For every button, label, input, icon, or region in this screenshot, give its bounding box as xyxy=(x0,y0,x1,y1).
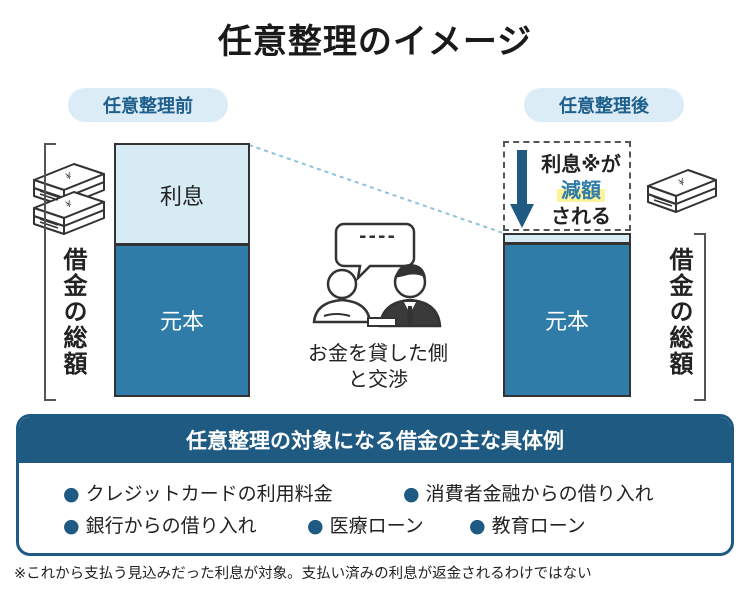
total-bracket-after xyxy=(694,233,706,401)
footnote: ※これから支払う見込みだった利息が対象。支払い済みの利息が返金されるわけではない xyxy=(14,566,592,582)
total-label-before: 借金の総額 xyxy=(59,247,87,377)
interest-segment-before: 利息 xyxy=(114,143,250,244)
reduction-text-line1: 利息※が xyxy=(541,152,621,176)
svg-text:¥: ¥ xyxy=(65,171,74,182)
total-label-after: 借金の総額 xyxy=(665,247,693,377)
negotiation-caption-line2: と交渉 xyxy=(348,367,408,391)
list-item: ●教育ローン xyxy=(469,511,586,538)
principal-segment-after: 元本 xyxy=(503,245,631,397)
bullet-icon: ● xyxy=(307,515,324,537)
bullet-icon: ● xyxy=(63,515,80,537)
svg-text:¥: ¥ xyxy=(65,199,74,210)
bullet-icon: ● xyxy=(403,483,420,505)
principal-segment-before: 元本 xyxy=(114,244,250,397)
examples-heading: 任意整理の対象になる借金の主な具体例 xyxy=(19,417,731,463)
list-item: ●消費者金融からの借り入れ xyxy=(403,479,654,506)
list-item: ●クレジットカードの利用料金 xyxy=(63,479,333,506)
interest-segment-after xyxy=(503,233,631,243)
segment-divider xyxy=(114,243,250,246)
list-item-label: 教育ローン xyxy=(491,515,586,537)
examples-box: 任意整理の対象になる借金の主な具体例 ●クレジットカードの利用料金 ●消費者金融… xyxy=(16,414,734,556)
total-bracket-before xyxy=(44,143,56,401)
svg-text:¥: ¥ xyxy=(678,177,687,188)
reduction-highlight: 減額 xyxy=(534,174,628,203)
list-item-label: クレジットカードの利用料金 xyxy=(85,483,333,505)
after-label: 任意整理後 xyxy=(524,88,684,122)
list-item: ●銀行からの借り入れ xyxy=(63,511,257,538)
bullet-icon: ● xyxy=(469,515,486,537)
money-stack-icon: ¥ xyxy=(647,169,717,213)
before-label: 任意整理前 xyxy=(68,88,228,122)
list-item-label: 消費者金融からの借り入れ xyxy=(425,483,654,505)
reduction-text-line3: される xyxy=(551,204,611,228)
speech-bubble-text: ---- xyxy=(359,226,397,247)
reduction-box xyxy=(503,141,631,231)
list-item-label: 医療ローン xyxy=(329,515,424,537)
bullet-icon: ● xyxy=(63,483,80,505)
page-title: 任意整理のイメージ xyxy=(217,22,533,62)
down-arrow-icon xyxy=(510,150,534,228)
reduction-text-line2: 減額 xyxy=(557,178,605,202)
negotiation-caption-line1: お金を貸した側 xyxy=(308,341,448,365)
list-item: ●医療ローン xyxy=(307,511,424,538)
negotiation-people-icon xyxy=(312,222,442,328)
list-item-label: 銀行からの借り入れ xyxy=(85,515,257,537)
segment-divider-after xyxy=(503,242,631,245)
money-stack-icon: ¥ ¥ xyxy=(33,163,105,235)
